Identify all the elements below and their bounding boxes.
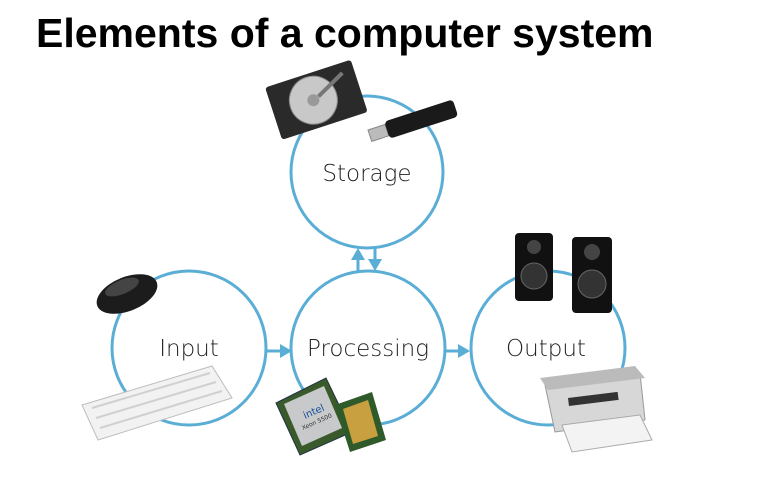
input-circle: [110, 269, 268, 427]
keyboard-icon: [81, 365, 233, 441]
storage-label: Storage: [322, 161, 411, 187]
usb-drive-icon: [367, 100, 458, 143]
printer-icon: [540, 366, 653, 453]
output-label: Output: [506, 336, 586, 362]
page-title: Elements of a computer system: [36, 10, 654, 56]
mouse-icon: [96, 274, 158, 314]
speakers-icon: [515, 233, 612, 313]
storage-circle: [289, 94, 445, 250]
hard-drive-icon: [265, 60, 367, 140]
processing-label: Processing: [307, 336, 429, 362]
cpu-icon: intel Xeon 5500: [275, 377, 386, 456]
input-label: Input: [159, 336, 219, 362]
